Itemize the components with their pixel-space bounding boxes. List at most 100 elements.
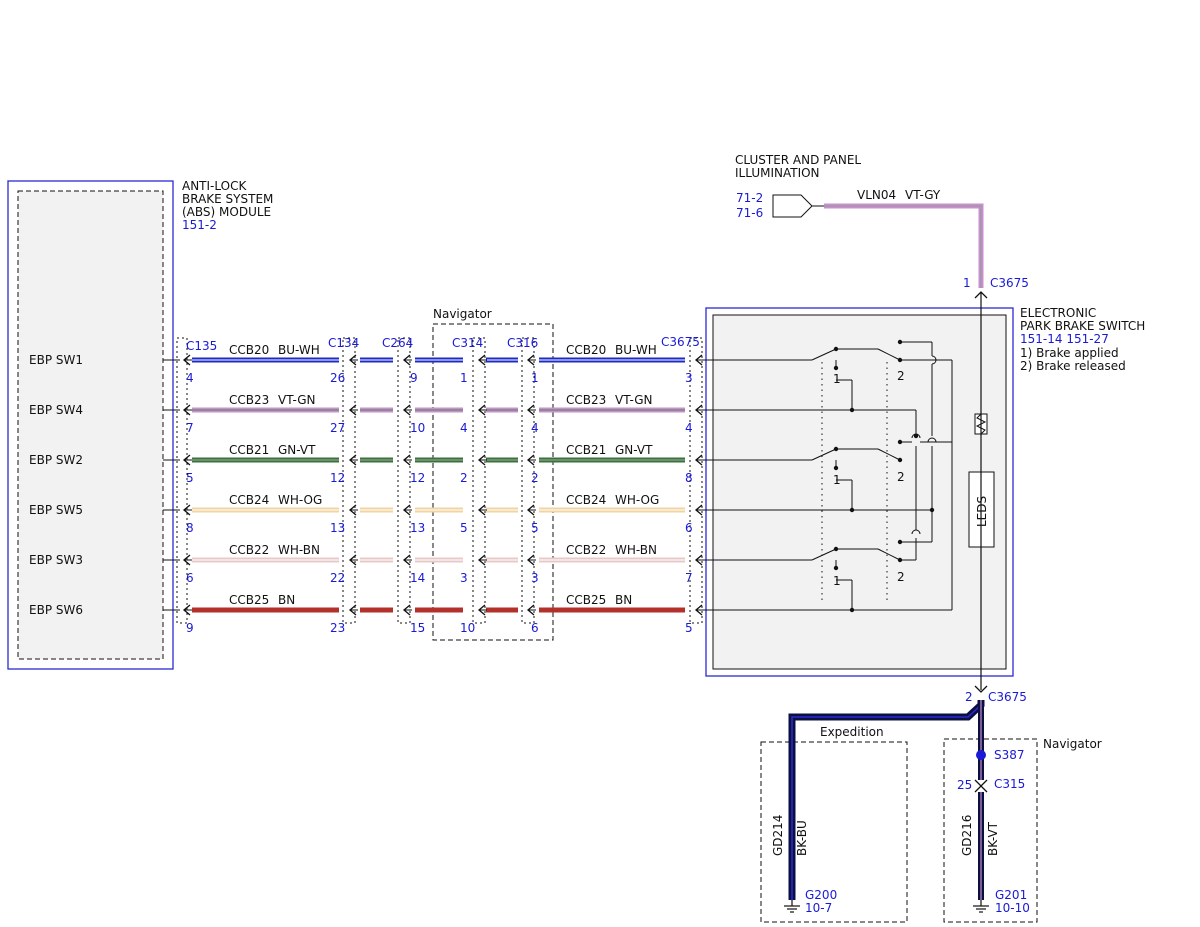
- pin-number: 8: [186, 521, 194, 535]
- circuit-label: CCB25: [229, 593, 269, 607]
- pin-number: 5: [685, 621, 693, 635]
- abs-pin-label: EBP SW5: [29, 503, 83, 517]
- circuit-label: CCB22: [566, 543, 606, 557]
- sw-pos-2-row1: 2: [897, 369, 905, 383]
- pin-number: 5: [186, 471, 194, 485]
- splice-s387: [976, 750, 986, 760]
- circuit-label: CCB24: [229, 493, 269, 507]
- c135-connector-body: [176, 337, 188, 624]
- illum-title-line2: ILLUMINATION: [735, 166, 820, 180]
- expedition-label: Expedition: [820, 725, 884, 739]
- pin-number: 1: [531, 371, 539, 385]
- navigator-label: Navigator: [433, 307, 492, 321]
- switch-title-line2: PARK BRAKE SWITCH: [1020, 319, 1145, 333]
- abs-pin-label: EBP SW2: [29, 453, 83, 467]
- illum-ref-2: 71-6: [736, 206, 763, 220]
- park-brake-switch: ELECTRONIC PARK BRAKE SWITCH 151-14 151-…: [697, 306, 1145, 677]
- wire-color-label: VT-GN: [278, 393, 315, 407]
- g200-ref: 10-7: [805, 901, 832, 915]
- sw-pos-1-row1: 1: [833, 372, 841, 386]
- pin-number: 7: [186, 421, 194, 435]
- pin-number: 2: [531, 471, 539, 485]
- c134-connector-body: [342, 337, 356, 624]
- pin-number: 1: [460, 371, 468, 385]
- navigator-connector-box: [432, 323, 554, 641]
- c3675-bottom-pin: 2: [965, 690, 973, 704]
- pin-number: 22: [330, 571, 345, 585]
- gd214-circuit: GD214: [771, 815, 785, 856]
- gd216-color: BK-VT: [986, 821, 1000, 856]
- c316-connector-body: [521, 337, 535, 624]
- pin-number: 7: [685, 571, 693, 585]
- pin-number: 4: [685, 421, 693, 435]
- switch-refs: 151-14 151-27: [1020, 332, 1109, 346]
- wire-color-label: WH-OG: [278, 493, 322, 507]
- c264-connector-body: [397, 337, 411, 624]
- wire-color-label: BU-WH: [278, 343, 320, 357]
- pin-number: 3: [531, 571, 539, 585]
- vln04-color: VT-GY: [905, 188, 941, 202]
- g200-label: G200: [805, 888, 837, 902]
- pin-number: 14: [410, 571, 425, 585]
- wire-color-label: BN: [278, 593, 295, 607]
- circuit-label: CCB21: [566, 443, 606, 457]
- pin-number: 6: [685, 521, 693, 535]
- abs-title-line2: BRAKE SYSTEM: [182, 192, 273, 206]
- pin-number: 5: [531, 521, 539, 535]
- circuit-label: CCB22: [229, 543, 269, 557]
- illumination-feed: CLUSTER AND PANEL ILLUMINATION 71-2 71-6…: [735, 153, 1029, 690]
- circuit-label: CCB20: [229, 343, 269, 357]
- sw-pos-2-row2: 2: [897, 470, 905, 484]
- c315-pin: 25: [957, 778, 972, 792]
- c316-label: C316: [507, 336, 538, 350]
- wire-color-label: GN-VT: [615, 443, 653, 457]
- abs-pin-label: EBP SW1: [29, 353, 83, 367]
- ground-symbol-g200: [784, 900, 800, 913]
- pin-number: 23: [330, 621, 345, 635]
- wire-color-label: VT-GN: [615, 393, 652, 407]
- pin-number: 4: [531, 421, 539, 435]
- wire-color-label: GN-VT: [278, 443, 316, 457]
- pin-number: 8: [685, 471, 693, 485]
- abs-pin-label: EBP SW6: [29, 603, 83, 617]
- pin-number: 5: [460, 521, 468, 535]
- g201-label: G201: [995, 888, 1027, 902]
- c315-label: C315: [994, 777, 1025, 791]
- pin-number: 4: [460, 421, 468, 435]
- c3675-top-label: C3675: [990, 276, 1029, 290]
- c264-label: C264: [382, 336, 413, 350]
- circuit-label: CCB25: [566, 593, 606, 607]
- pin-number: 2: [460, 471, 468, 485]
- wire-color-label: WH-BN: [615, 543, 657, 557]
- pin-number: 12: [410, 471, 425, 485]
- switch-note-applied: 1) Brake applied: [1020, 346, 1119, 360]
- wire-color-label: WH-BN: [278, 543, 320, 557]
- pin-number: 15: [410, 621, 425, 635]
- abs-title-line1: ANTI-LOCK: [182, 179, 247, 193]
- sw-pos-1-row3: 1: [833, 574, 841, 588]
- pin-number: 6: [531, 621, 539, 635]
- abs-pin-label: EBP SW4: [29, 403, 83, 417]
- c134-label: C134: [328, 336, 359, 350]
- pin-number: 10: [460, 621, 475, 635]
- c314-label: C314: [452, 336, 483, 350]
- g201-ref: 10-10: [995, 901, 1030, 915]
- c314-connector-body: [472, 337, 486, 624]
- circuit-label: CCB23: [566, 393, 606, 407]
- circuit-label: CCB23: [229, 393, 269, 407]
- switch-note-released: 2) Brake released: [1020, 359, 1126, 373]
- pin-number: 9: [410, 371, 418, 385]
- wire-color-label: BU-WH: [615, 343, 657, 357]
- navigator-ground-label: Navigator: [1043, 737, 1102, 751]
- wire-color-label: WH-OG: [615, 493, 659, 507]
- illum-title-line1: CLUSTER AND PANEL: [735, 153, 861, 167]
- pin-number: 13: [410, 521, 425, 535]
- c135-label: C135: [186, 339, 217, 353]
- circuit-label: CCB24: [566, 493, 606, 507]
- abs-ref: 151-2: [182, 218, 217, 232]
- pin-number: 9: [186, 621, 194, 635]
- pin-number: 3: [460, 571, 468, 585]
- pin-number: 13: [330, 521, 345, 535]
- vln04-circuit: VLN04: [857, 188, 896, 202]
- circuit-label: CCB20: [566, 343, 606, 357]
